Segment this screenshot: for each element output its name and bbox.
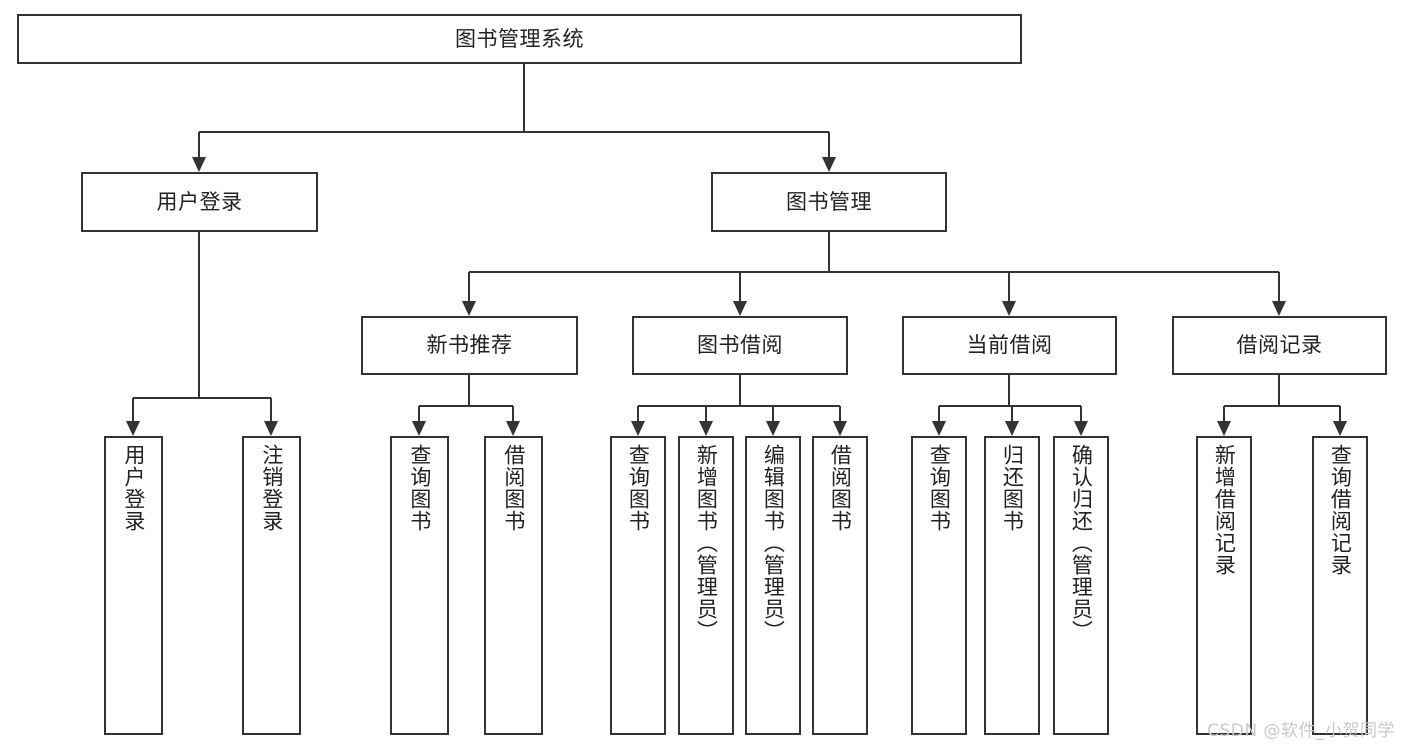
- leaf-node: 查询借阅记录: [1312, 436, 1368, 735]
- leaf-node-label: 查询图书: [927, 444, 952, 532]
- leaf-node-label: 查询借阅记录: [1328, 444, 1353, 576]
- leaf-node-label: 借阅图书: [828, 444, 853, 532]
- level3-node-label: 图书借阅: [697, 333, 783, 358]
- leaf-node: 新增图书（管理员）: [678, 436, 734, 735]
- leaf-node: 编辑图书（管理员）: [745, 436, 801, 735]
- root-node: 图书管理系统: [17, 14, 1022, 64]
- level3-node: 借阅记录: [1172, 316, 1387, 375]
- leaf-node-label: 新增图书（管理员）: [694, 444, 719, 642]
- leaf-node-label: 借阅图书: [501, 444, 526, 532]
- leaf-node: 确认归还（管理员）: [1053, 436, 1109, 735]
- leaf-node-label: 新增借阅记录: [1212, 444, 1237, 576]
- leaf-node: 查询图书: [610, 436, 666, 735]
- level2-node: 用户登录: [81, 172, 318, 232]
- watermark: CSDN @软件_小贺同学: [1207, 721, 1395, 741]
- leaf-node: 借阅图书: [812, 436, 868, 735]
- root-node-label: 图书管理系统: [455, 26, 584, 51]
- level3-node-label: 新书推荐: [426, 333, 513, 358]
- level3-node: 图书借阅: [632, 316, 848, 375]
- leaf-node-label: 用户登录: [121, 444, 146, 532]
- leaf-node-label: 归还图书: [1000, 444, 1025, 532]
- level2-node-label: 用户登录: [156, 189, 243, 214]
- leaf-node: 注销登录: [242, 436, 301, 735]
- level2-node-label: 图书管理: [786, 189, 872, 214]
- level3-node: 当前借阅: [902, 316, 1117, 375]
- level3-node: 新书推荐: [361, 316, 578, 375]
- leaf-node: 查询图书: [390, 436, 449, 735]
- leaf-node: 查询图书: [911, 436, 967, 735]
- leaf-node-label: 编辑图书（管理员）: [761, 444, 786, 642]
- level3-node-label: 借阅记录: [1236, 333, 1323, 358]
- level2-node: 图书管理: [711, 172, 947, 232]
- leaf-node: 归还图书: [984, 436, 1040, 735]
- leaf-node-label: 查询图书: [407, 444, 432, 532]
- leaf-node: 新增借阅记录: [1196, 436, 1252, 735]
- leaf-node-label: 查询图书: [626, 444, 651, 532]
- leaf-node: 用户登录: [104, 436, 163, 735]
- leaf-node-label: 注销登录: [259, 444, 284, 532]
- leaf-node: 借阅图书: [484, 436, 543, 735]
- level3-node-label: 当前借阅: [966, 333, 1053, 358]
- leaf-node-label: 确认归还（管理员）: [1069, 444, 1094, 642]
